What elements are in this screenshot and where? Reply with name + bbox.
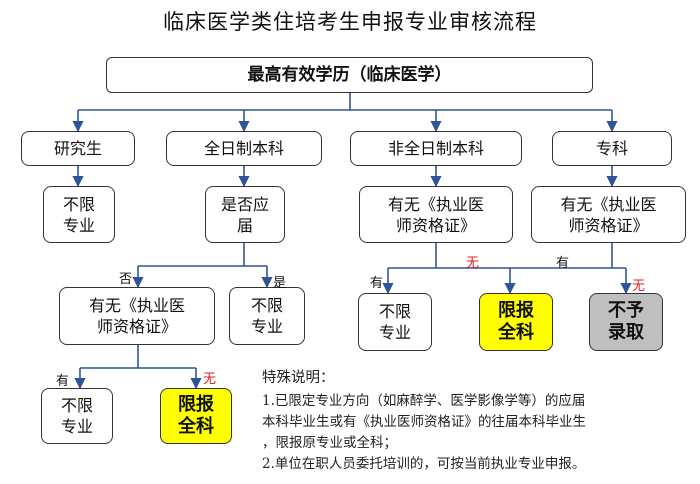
parttime-has-result-line2: 专业 [378, 323, 411, 342]
parttime-none-result-box: 限报 全科 [479, 293, 553, 351]
fulltime-none-result-line2: 全科 [178, 416, 214, 437]
label-fulltime-none: 无 [203, 372, 217, 387]
fulltime-none-result-line1: 限报 [178, 394, 214, 415]
label-parttime-none: 无 [466, 256, 480, 271]
label-fulltime-has: 有 [56, 374, 70, 389]
label-is-fresh: 是 [273, 276, 287, 291]
fulltime-cert-question-line1: 有无《执业医 [88, 296, 185, 315]
grad-result-box: 不限 专业 [43, 186, 115, 243]
notes-line: ，限报原专业或全科； [262, 435, 397, 451]
fulltime-box: 全日制本科 [166, 131, 322, 166]
fresh-question-line1: 是否应 [220, 194, 269, 214]
fulltime-box-label: 全日制本科 [203, 139, 284, 158]
fulltime-has-result-box: 不限 专业 [41, 388, 113, 444]
notes-line: 2.单位在职人员委托培训的，可按当前执业专业申报。 [262, 456, 586, 472]
parttime-cert-question-line2: 师资格证》 [395, 215, 476, 235]
root-box-label: 最高有效学历（临床医学） [247, 64, 452, 85]
parttime-cert-question-line1: 有无《执业医 [387, 194, 484, 214]
grad-box: 研究生 [21, 131, 135, 166]
root-box: 最高有效学历（临床医学） [106, 57, 593, 93]
junior-none-result-line2: 录取 [608, 322, 644, 343]
junior-cert-question-box: 有无《执业医 师资格证》 [531, 186, 686, 243]
fresh-question-box: 是否应 届 [205, 186, 285, 243]
label-not-fresh: 否 [119, 272, 133, 287]
fulltime-has-result-line1: 不限 [60, 396, 93, 415]
fresh-result-line2: 专业 [250, 317, 283, 336]
notes-line: 本科毕业生或有《执业医师资格证》的往届本科毕业生 [262, 414, 586, 430]
fulltime-cert-question-line2: 师资格证》 [96, 317, 177, 336]
label-junior-none: 无 [632, 279, 646, 294]
notes-heading: 特殊说明： [262, 370, 335, 386]
fulltime-none-result-box: 限报 全科 [160, 388, 232, 444]
fulltime-has-result-line2: 专业 [60, 417, 93, 436]
junior-cert-question-line1: 有无《执业医 [560, 194, 657, 214]
parttime-none-result-line2: 全科 [498, 322, 534, 343]
grad-result-line2: 专业 [62, 215, 95, 235]
junior-cert-question-line2: 师资格证》 [568, 215, 649, 235]
fresh-question-line2: 届 [236, 215, 253, 235]
special-notes: 特殊说明： 1.已限定专业方向（如麻醉学、医学影像学等）的应届 本科毕业生或有《… [262, 368, 694, 475]
parttime-box: 非全日制本科 [350, 131, 522, 166]
junior-box-label: 专科 [595, 139, 628, 158]
grad-box-label: 研究生 [53, 139, 102, 158]
fresh-result-line1: 不限 [250, 296, 283, 315]
parttime-has-result-line1: 不限 [378, 302, 411, 321]
label-junior-has: 有 [556, 256, 570, 271]
label-parttime-has: 有 [370, 276, 384, 291]
fresh-result-box: 不限 专业 [229, 287, 305, 345]
parttime-has-result-box: 不限 专业 [358, 293, 432, 351]
parttime-none-result-line1: 限报 [498, 300, 534, 321]
parttime-cert-question-box: 有无《执业医 师资格证》 [359, 186, 513, 243]
notes-line: 1.已限定专业方向（如麻醉学、医学影像学等）的应届 [262, 393, 586, 409]
page-title: 临床医学类住培考生申报专业审核流程 [163, 10, 537, 34]
junior-box: 专科 [552, 131, 672, 166]
fulltime-cert-question-box: 有无《执业医 师资格证》 [59, 287, 215, 345]
junior-none-result-box: 不予 录取 [589, 293, 663, 351]
parttime-box-label: 非全日制本科 [387, 139, 484, 158]
grad-result-line1: 不限 [62, 194, 95, 214]
junior-none-result-line1: 不予 [608, 300, 644, 321]
